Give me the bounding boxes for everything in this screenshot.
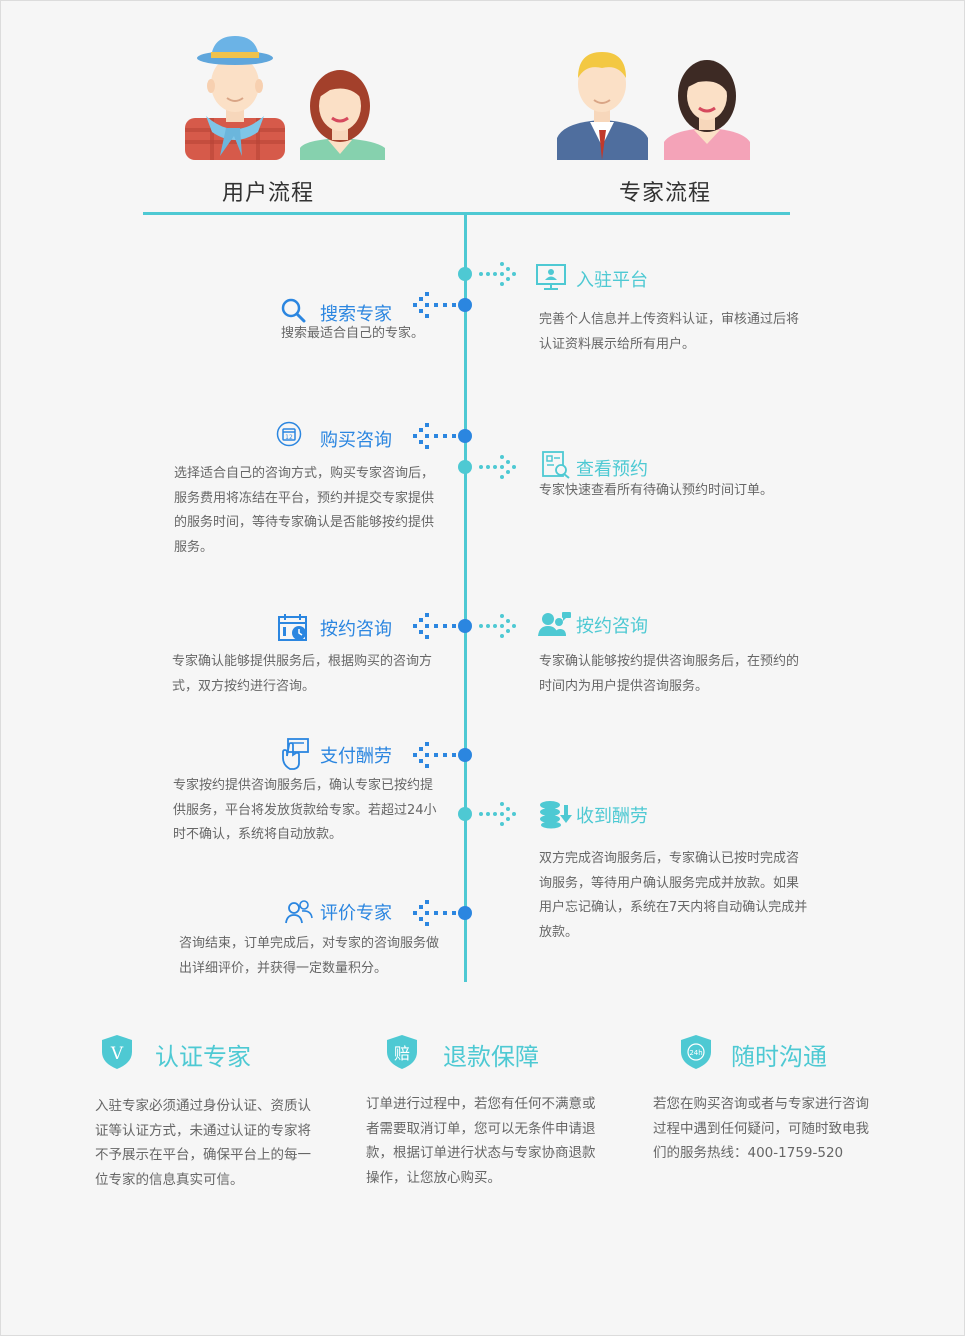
hand-click-icon	[282, 738, 309, 770]
arrow-connector-right	[479, 614, 516, 638]
guarantee-desc-certified: 入驻专家必须通过身份认证、资质认证等认证方式，未通过认证的专家将不予展示在平台，…	[95, 1098, 311, 1188]
timeline-dot	[458, 267, 472, 281]
step-title-expert-consult: 按约咨询	[576, 616, 648, 637]
step-desc-search-expert: 搜索最适合自己的专家。	[281, 326, 425, 341]
document-search-icon	[542, 451, 570, 479]
expert-flow-title: 专家流程	[619, 181, 712, 206]
step-desc-buy-consult: 选择适合自己的咨询方式，购买专家咨询后，服务费用将冻结在平台，预约并提交专家提供…	[174, 466, 435, 555]
timeline-dot	[458, 460, 472, 474]
step-desc-join-platform: 完善个人信息并上传资料认证，审核通过后将认证资料展示给所有用户。	[539, 312, 800, 352]
step-desc-receive-reward: 双方完成咨询服务后，专家确认已按时完成咨询服务，等待用户确认服务完成并放款。如果…	[539, 851, 808, 940]
calendar-clock-icon	[278, 614, 307, 641]
step-title-search-expert: 搜索专家	[320, 304, 392, 325]
guarantee-title-communication: 随时沟通	[731, 1043, 827, 1071]
monitor-user-icon	[536, 264, 566, 290]
arrow-connector-left	[413, 292, 456, 318]
shield-24h-icon: 24h	[681, 1035, 711, 1069]
header-divider	[143, 212, 790, 215]
step-desc-scheduled-consult: 专家确认能够提供服务后，根据购买的咨询方式，双方按约进行咨询。	[172, 654, 433, 694]
arrow-connector-left	[413, 423, 456, 449]
arrow-connector-left	[413, 900, 456, 926]
experts-avatar-illustration	[557, 52, 750, 160]
arrow-connector-left	[413, 742, 456, 768]
step-desc-pay-reward: 专家按约提供咨询服务后，确认专家已按约提供服务，平台将发放货款给专家。若超过24…	[173, 778, 437, 842]
step-title-join-platform: 入驻平台	[576, 270, 648, 291]
users-icon	[285, 900, 313, 924]
timeline-dot	[458, 807, 472, 821]
coins-download-icon	[540, 801, 572, 829]
guarantee-title-refund: 退款保障	[443, 1043, 539, 1071]
step-title-pay-reward: 支付酬劳	[320, 746, 392, 767]
shield-refund-badge-text: 赔	[394, 1044, 410, 1063]
timeline-dot	[458, 298, 472, 312]
arrow-connector-right	[479, 802, 516, 826]
step-title-rate-expert: 评价专家	[320, 903, 392, 924]
step-title-buy-consult: 购买咨询	[320, 430, 392, 451]
guarantee-title-certified: 认证专家	[155, 1043, 251, 1071]
step-desc-expert-consult: 专家确认能够按约提供咨询服务后，在预约的时间内为用户提供咨询服务。	[539, 654, 800, 694]
step-title-view-appointments: 查看预约	[576, 459, 648, 480]
arrow-connector-left	[413, 613, 456, 639]
svg-text:12: 12	[285, 434, 293, 441]
guarantee-desc-refund: 订单进行过程中，若您有任何不满意或者需要取消订单，您可以无条件申请退款，根据订单…	[366, 1096, 596, 1186]
timeline-dot	[458, 429, 472, 443]
arrow-connector-right	[479, 262, 516, 286]
shield-v-badge-text: V	[110, 1044, 124, 1064]
timeline-axis	[464, 214, 467, 982]
shield-v-icon: V	[102, 1035, 132, 1069]
step-desc-rate-expert: 咨询结束，订单完成后，对专家的咨询服务做出详细评价，并获得一定数量积分。	[179, 936, 440, 976]
shield-24h-badge-text: 24h	[689, 1049, 702, 1057]
timeline-dot	[458, 748, 472, 762]
user-flow-title: 用户流程	[222, 181, 315, 206]
timeline-dot	[458, 619, 472, 633]
users-avatar-illustration	[185, 36, 385, 160]
step-desc-view-appointments: 专家快速查看所有待确认预约时间订单。	[539, 483, 774, 498]
step-title-receive-reward: 收到酬劳	[576, 806, 648, 827]
shield-refund-icon: 赔	[387, 1035, 417, 1069]
arrow-connector-right	[479, 455, 516, 479]
calendar-icon: 12	[276, 421, 302, 447]
search-icon	[281, 298, 306, 323]
step-title-scheduled-consult: 按约咨询	[320, 619, 392, 640]
guarantee-desc-communication: 若您在购买咨询或者与专家进行咨询过程中遇到任何疑问，可随时致电我们的服务热线：4…	[653, 1096, 869, 1161]
consult-users-icon	[538, 612, 571, 636]
timeline-dot	[458, 906, 472, 920]
